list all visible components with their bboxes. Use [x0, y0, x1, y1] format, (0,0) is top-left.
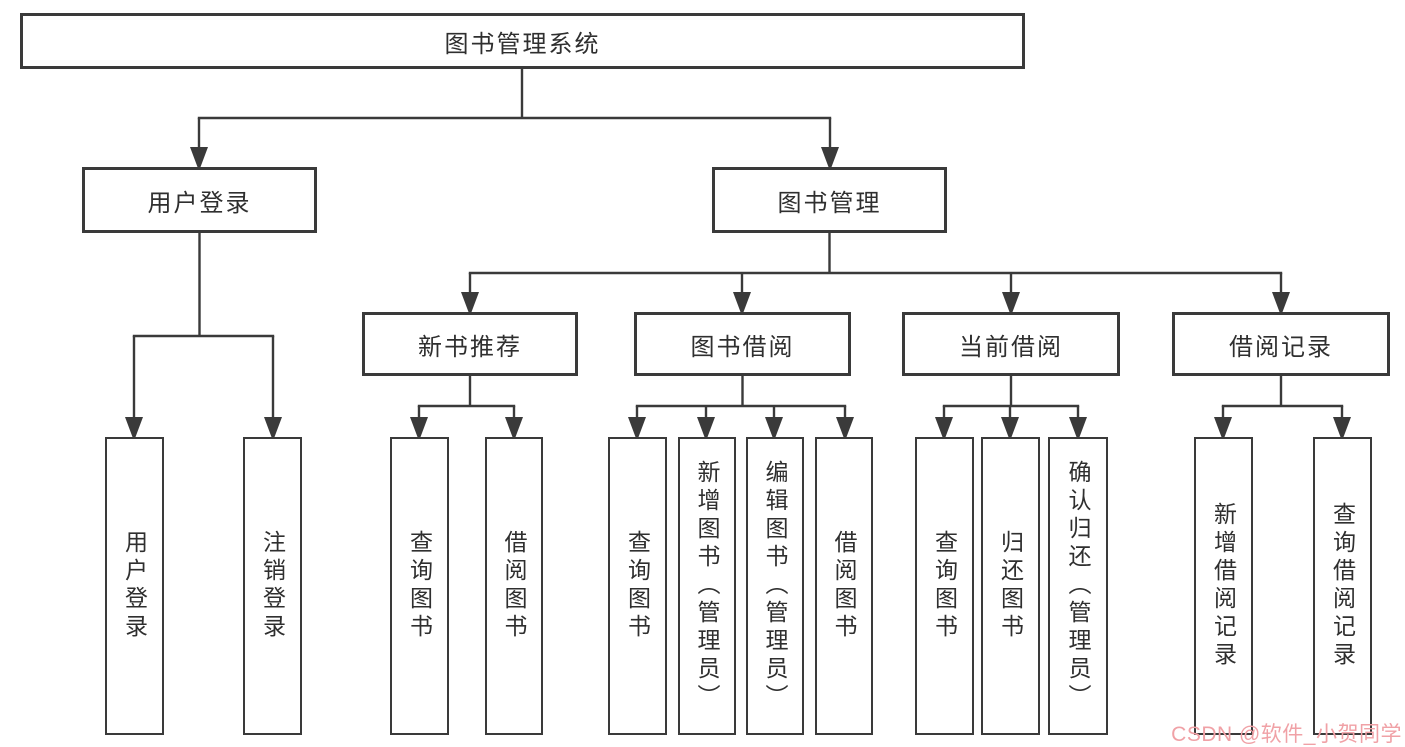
connector-borrow-records-bus — [1221, 376, 1344, 408]
node-user-login-module: 用户登录 — [82, 167, 317, 233]
leaf-logout: 注销登录 — [243, 437, 302, 735]
connector-root-bus — [197, 67, 832, 120]
node-library-system: 图书管理系统 — [20, 13, 1025, 69]
node-new-book-recommend: 新书推荐 — [362, 312, 578, 376]
leaf-borrow-books-2: 借阅图书 — [815, 437, 873, 735]
leaf-borrow-books-1: 借阅图书 — [485, 437, 543, 735]
leaf-add-book-admin: 新增图书（管理员） — [678, 437, 736, 735]
leaf-query-books-1: 查询图书 — [390, 437, 449, 735]
leaf-return-book: 归还图书 — [981, 437, 1040, 735]
leaf-user-login: 用户登录 — [105, 437, 164, 735]
leaf-edit-book-admin: 编辑图书（管理员） — [746, 437, 804, 735]
connector-new-book-recommend-bus — [417, 376, 516, 408]
node-book-management-module: 图书管理 — [712, 167, 947, 233]
connector-book-borrow-bus — [635, 376, 847, 408]
node-book-borrow: 图书借阅 — [634, 312, 851, 376]
connector-book-management-bus — [468, 233, 1283, 275]
leaf-query-borrow-record: 查询借阅记录 — [1313, 437, 1372, 735]
leaf-add-borrow-record: 新增借阅记录 — [1194, 437, 1253, 735]
connector-current-borrow-bus — [942, 376, 1080, 408]
connector-user-login-bus — [132, 233, 275, 338]
leaf-confirm-return-admin: 确认归还（管理员） — [1048, 437, 1108, 735]
node-borrow-records: 借阅记录 — [1172, 312, 1390, 376]
watermark: CSDN @软件_小贺同学 — [1171, 723, 1402, 746]
leaf-query-books-2: 查询图书 — [608, 437, 667, 735]
leaf-query-books-3: 查询图书 — [915, 437, 974, 735]
node-current-borrow: 当前借阅 — [902, 312, 1120, 376]
